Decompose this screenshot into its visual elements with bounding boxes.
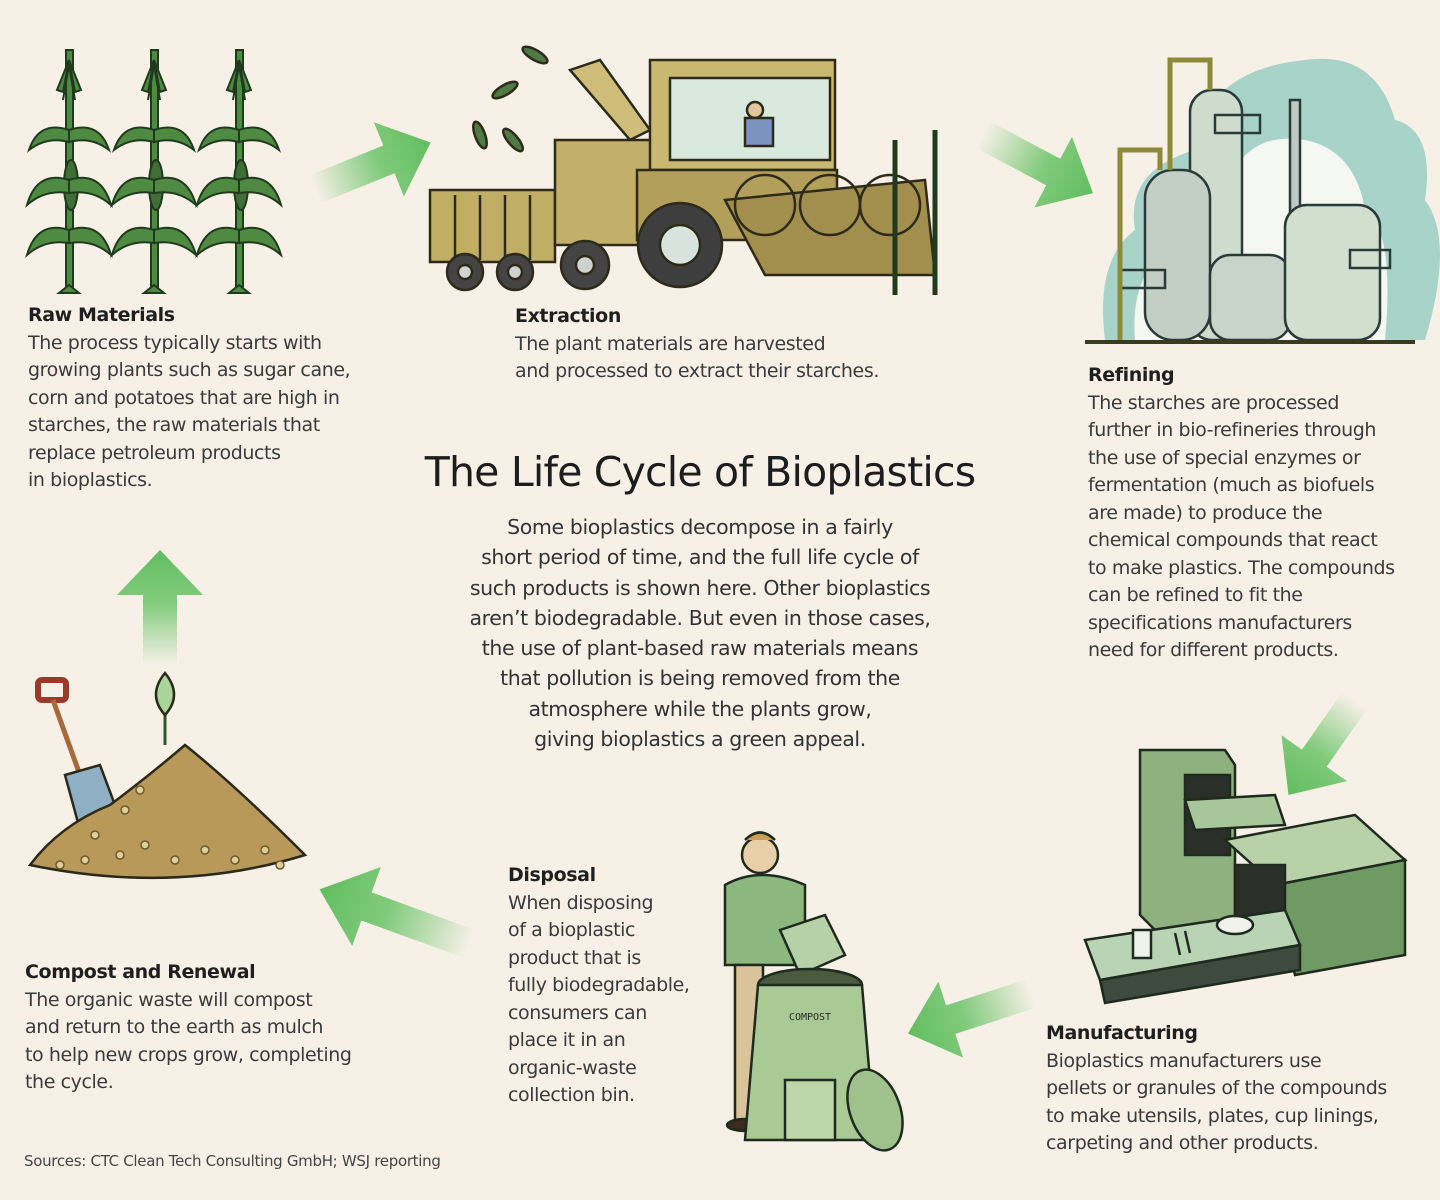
- stage-description: The organic waste will compost and retur…: [25, 988, 352, 1094]
- flow-arrow-compost-to-raw: [117, 550, 203, 665]
- factory-machine-icon: [1083, 748, 1408, 1005]
- intro-paragraph: Some bioplastics decompose in a fairly s…: [469, 515, 931, 752]
- stage-disposal: Disposal When disposing of a bioplastic …: [508, 862, 718, 1110]
- harvester-icon: [428, 45, 938, 295]
- stage-title: Extraction: [515, 305, 621, 327]
- flow-arrow-raw-to-extraction: [309, 122, 431, 204]
- stage-manufacturing: Manufacturing Bioplastics manufacturers …: [1046, 1020, 1436, 1158]
- stage-description: Bioplastics manufacturers use pellets or…: [1046, 1049, 1387, 1155]
- refinery-icon: [1085, 57, 1440, 344]
- sources-note: Sources: CTC Clean Tech Consulting GmbH;…: [24, 1152, 441, 1170]
- stage-title: Refining: [1088, 364, 1175, 386]
- compost-bin-icon: COMPOST: [723, 831, 904, 1152]
- compost-bin-label: COMPOST: [789, 1012, 831, 1023]
- stage-title: Disposal: [508, 864, 596, 886]
- stage-description: The plant materials are harvested and pr…: [515, 332, 879, 383]
- flow-arrow-refining-to-manufacturing: [1281, 692, 1367, 796]
- stage-raw-materials: Raw Materials The process typically star…: [28, 302, 408, 495]
- stage-compost-renewal: Compost and Renewal The organic waste wi…: [25, 959, 405, 1097]
- compost-pile-icon: [27, 671, 308, 880]
- stage-description: The process typically starts with growin…: [28, 331, 351, 492]
- stage-refining: Refining The starches are processed furt…: [1088, 362, 1433, 665]
- stage-description: When disposing of a bioplastic product t…: [508, 891, 690, 1107]
- page-title: The Life Cycle of Bioplastics: [424, 448, 976, 496]
- corn-stalks-icon: [25, 49, 282, 294]
- flow-arrow-manufacturing-to-disposal: [907, 979, 1037, 1058]
- flow-arrow-disposal-to-compost: [319, 866, 476, 959]
- stage-title: Compost and Renewal: [25, 961, 256, 983]
- stage-extraction: Extraction The plant materials are harve…: [515, 303, 935, 386]
- stage-title: Raw Materials: [28, 304, 175, 326]
- stage-title: Manufacturing: [1046, 1022, 1198, 1044]
- stage-description: The starches are processed further in bi…: [1088, 391, 1395, 662]
- flow-arrow-extraction-to-refining: [975, 121, 1093, 208]
